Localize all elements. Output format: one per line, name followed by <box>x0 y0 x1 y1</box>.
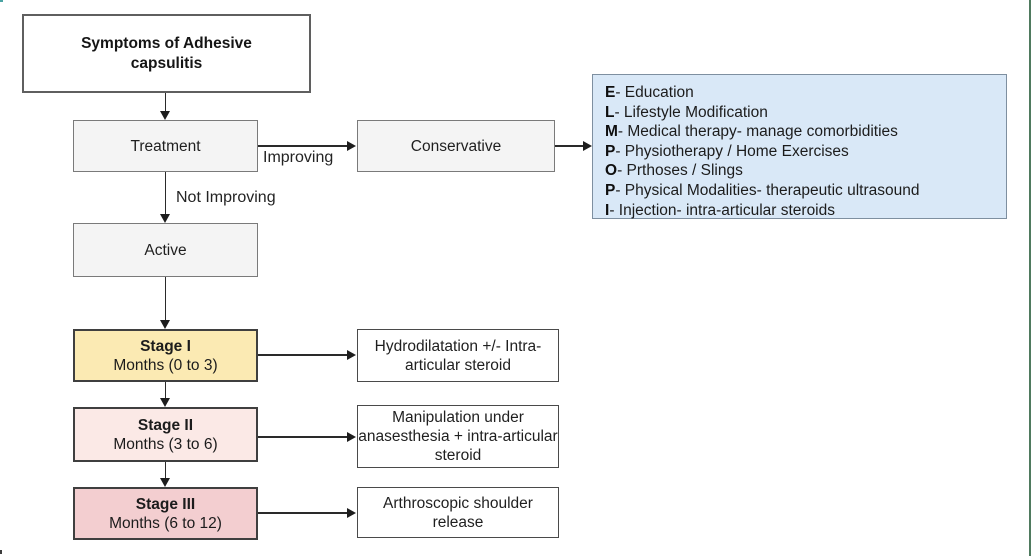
stage2-months: Months (3 to 6) <box>113 435 218 453</box>
arrow-stage3-procedure-line <box>258 512 348 514</box>
stage3-title: Stage III <box>135 495 196 513</box>
arrow-stage1-procedure-head <box>347 350 356 360</box>
arrow-conservative-panel-head <box>583 141 592 151</box>
arrow-stage1-stage2-head <box>160 398 170 407</box>
conservative-measure-item: P- Physiotherapy / Home Exercises <box>605 142 849 160</box>
symptoms-label: Symptoms of Adhesive capsulitis <box>81 34 252 72</box>
stage1-months: Months (0 to 3) <box>113 356 218 374</box>
conservative-node: Conservative <box>357 120 555 172</box>
arrow-treatment-active-head <box>160 214 170 223</box>
stage2-procedure-node: Manipulation under anasesthesia + intra-… <box>357 405 559 468</box>
arrow-symptoms-treatment-line <box>164 93 166 112</box>
bottom-left-artifact <box>0 550 2 554</box>
active-label: Active <box>144 241 187 259</box>
stage3-node: Stage III Months (6 to 12) <box>73 487 258 540</box>
conservative-measure-item: P- Physical Modalities- therapeutic ultr… <box>605 181 920 199</box>
stage1-node: Stage I Months (0 to 3) <box>73 329 258 382</box>
conservative-measure-item: E- Education <box>605 84 694 101</box>
arrow-stage2-procedure-line <box>258 436 348 438</box>
conservative-measure-item: I- Injection- intra-articular steroids <box>605 201 836 219</box>
active-node: Active <box>73 223 258 277</box>
arrow-active-stage1-head <box>160 320 170 329</box>
arrow-treatment-conservative-line <box>258 145 348 147</box>
treatment-label: Treatment <box>130 137 201 155</box>
stage2-procedure-label: Manipulation under anasesthesia + intra-… <box>358 409 558 464</box>
stage2-node: Stage II Months (3 to 6) <box>73 407 258 462</box>
stage1-procedure-node: Hydrodilatation +/- Intra-articular ster… <box>357 329 559 382</box>
right-edge-border <box>1029 0 1031 556</box>
arrow-active-stage1-line <box>164 277 166 321</box>
top-left-artifact <box>0 0 3 2</box>
arrow-stage2-stage3-line <box>164 462 166 479</box>
conservative-measures-panel: E- Education L- Lifestyle Modification M- … <box>592 74 1007 219</box>
stage3-procedure-node: Arthroscopic shoulder release <box>357 487 559 538</box>
arrow-treatment-active-line <box>164 172 166 215</box>
improving-edge-label: Improving <box>263 149 334 166</box>
conservative-measure-item: L- Lifestyle Modification <box>605 103 768 121</box>
stage1-procedure-label: Hydrodilatation +/- Intra-articular ster… <box>374 337 542 374</box>
arrow-conservative-panel-line <box>555 145 584 147</box>
conservative-measures-list: E- Education L- Lifestyle Modification M- … <box>605 83 1006 220</box>
arrow-stage3-procedure-head <box>347 508 356 518</box>
treatment-node: Treatment <box>73 120 258 172</box>
stage1-title: Stage I <box>140 337 191 355</box>
arrow-stage2-stage3-head <box>160 478 170 487</box>
stage2-title: Stage II <box>137 416 194 434</box>
stage3-months: Months (6 to 12) <box>109 514 222 532</box>
conservative-measure-item: M- Medical therapy- manage comorbidities <box>605 123 898 141</box>
conservative-measure-item: O- Prthoses / Slings <box>605 162 743 180</box>
stage3-procedure-label: Arthroscopic shoulder release <box>383 494 533 531</box>
symptoms-node: Symptoms of Adhesive capsulitis <box>22 14 311 93</box>
arrow-stage1-procedure-line <box>258 354 348 356</box>
arrow-stage1-stage2-line <box>164 382 166 399</box>
arrow-stage2-procedure-head <box>347 432 356 442</box>
arrow-treatment-conservative-head <box>347 141 356 151</box>
not-improving-edge-label: Not Improving <box>176 189 276 206</box>
arrow-symptoms-treatment-head <box>160 111 170 120</box>
conservative-label: Conservative <box>410 137 502 155</box>
